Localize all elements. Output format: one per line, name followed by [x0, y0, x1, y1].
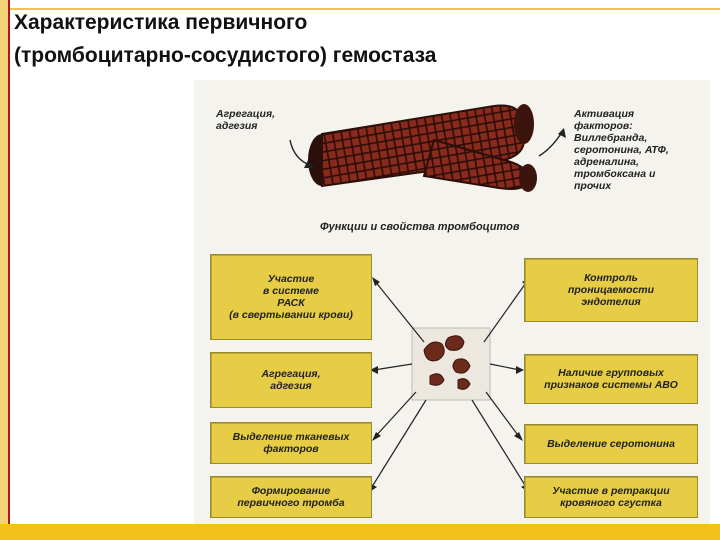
box-clot-retraction-text: Участие в ретракции кровяного сгустка — [552, 485, 670, 509]
box-aggregation: Агрегация, адгезия — [210, 352, 372, 408]
box-serotonin-release: Выделение серотонина — [524, 424, 698, 464]
function-arrows — [369, 279, 529, 491]
platelet-functions-figure: Агрегация, адгезия Активация факторов: В… — [194, 80, 710, 524]
box-primary-thrombus-text: Формирование первичного тромба — [237, 485, 345, 509]
box-tissue-factors: Выделение тканевых факторов — [210, 422, 372, 464]
label-aggregation-adhesion: Агрегация, адгезия — [216, 108, 276, 132]
platelets-image — [423, 335, 471, 390]
figure-caption: Функции и свойства тромбоцитов — [320, 221, 520, 233]
box-endothelium-text: Контроль проницаемости эндотелия — [567, 272, 655, 308]
slide-accent-line — [8, 0, 10, 540]
title-line-1: Характеристика первичного — [14, 11, 308, 34]
slide-title: Характеристика первичного (тромбоцитарно… — [14, 6, 436, 72]
box-tissue-factors-text: Выделение тканевых факторов — [232, 431, 350, 455]
box-endothelium-permeability: Контроль проницаемости эндотелия — [524, 258, 698, 322]
box-clot-retraction: Участие в ретракции кровяного сгустка — [524, 476, 698, 518]
vessel-illustration — [308, 104, 537, 192]
box-abo-text: Наличие групповых признаков системы АВО — [544, 367, 678, 391]
slide-top-line — [10, 8, 720, 10]
box-serotonin-text: Выделение серотонина — [547, 438, 675, 450]
box-abo-markers: Наличие групповых признаков системы АВО — [524, 354, 698, 404]
box-primary-thrombus: Формирование первичного тромба — [210, 476, 372, 518]
arrow-head-left — [304, 160, 314, 168]
arrow-head-right — [558, 128, 566, 138]
title-line-2: (тромбоцитарно-сосудистого) гемостаза — [14, 44, 437, 67]
box-aggregation-text: Агрегация, адгезия — [261, 368, 321, 392]
slide-bottom-bar — [0, 524, 720, 540]
slide-left-border — [0, 0, 8, 540]
box-rask-participation: Участие в системе РАСК (в свертывании кр… — [210, 254, 372, 340]
label-factor-activation: Активация факторов: Виллебранда, серотон… — [574, 108, 669, 192]
figure-graphics — [289, 104, 566, 493]
box-rask-text: Участие в системе РАСК (в свертывании кр… — [229, 273, 353, 321]
